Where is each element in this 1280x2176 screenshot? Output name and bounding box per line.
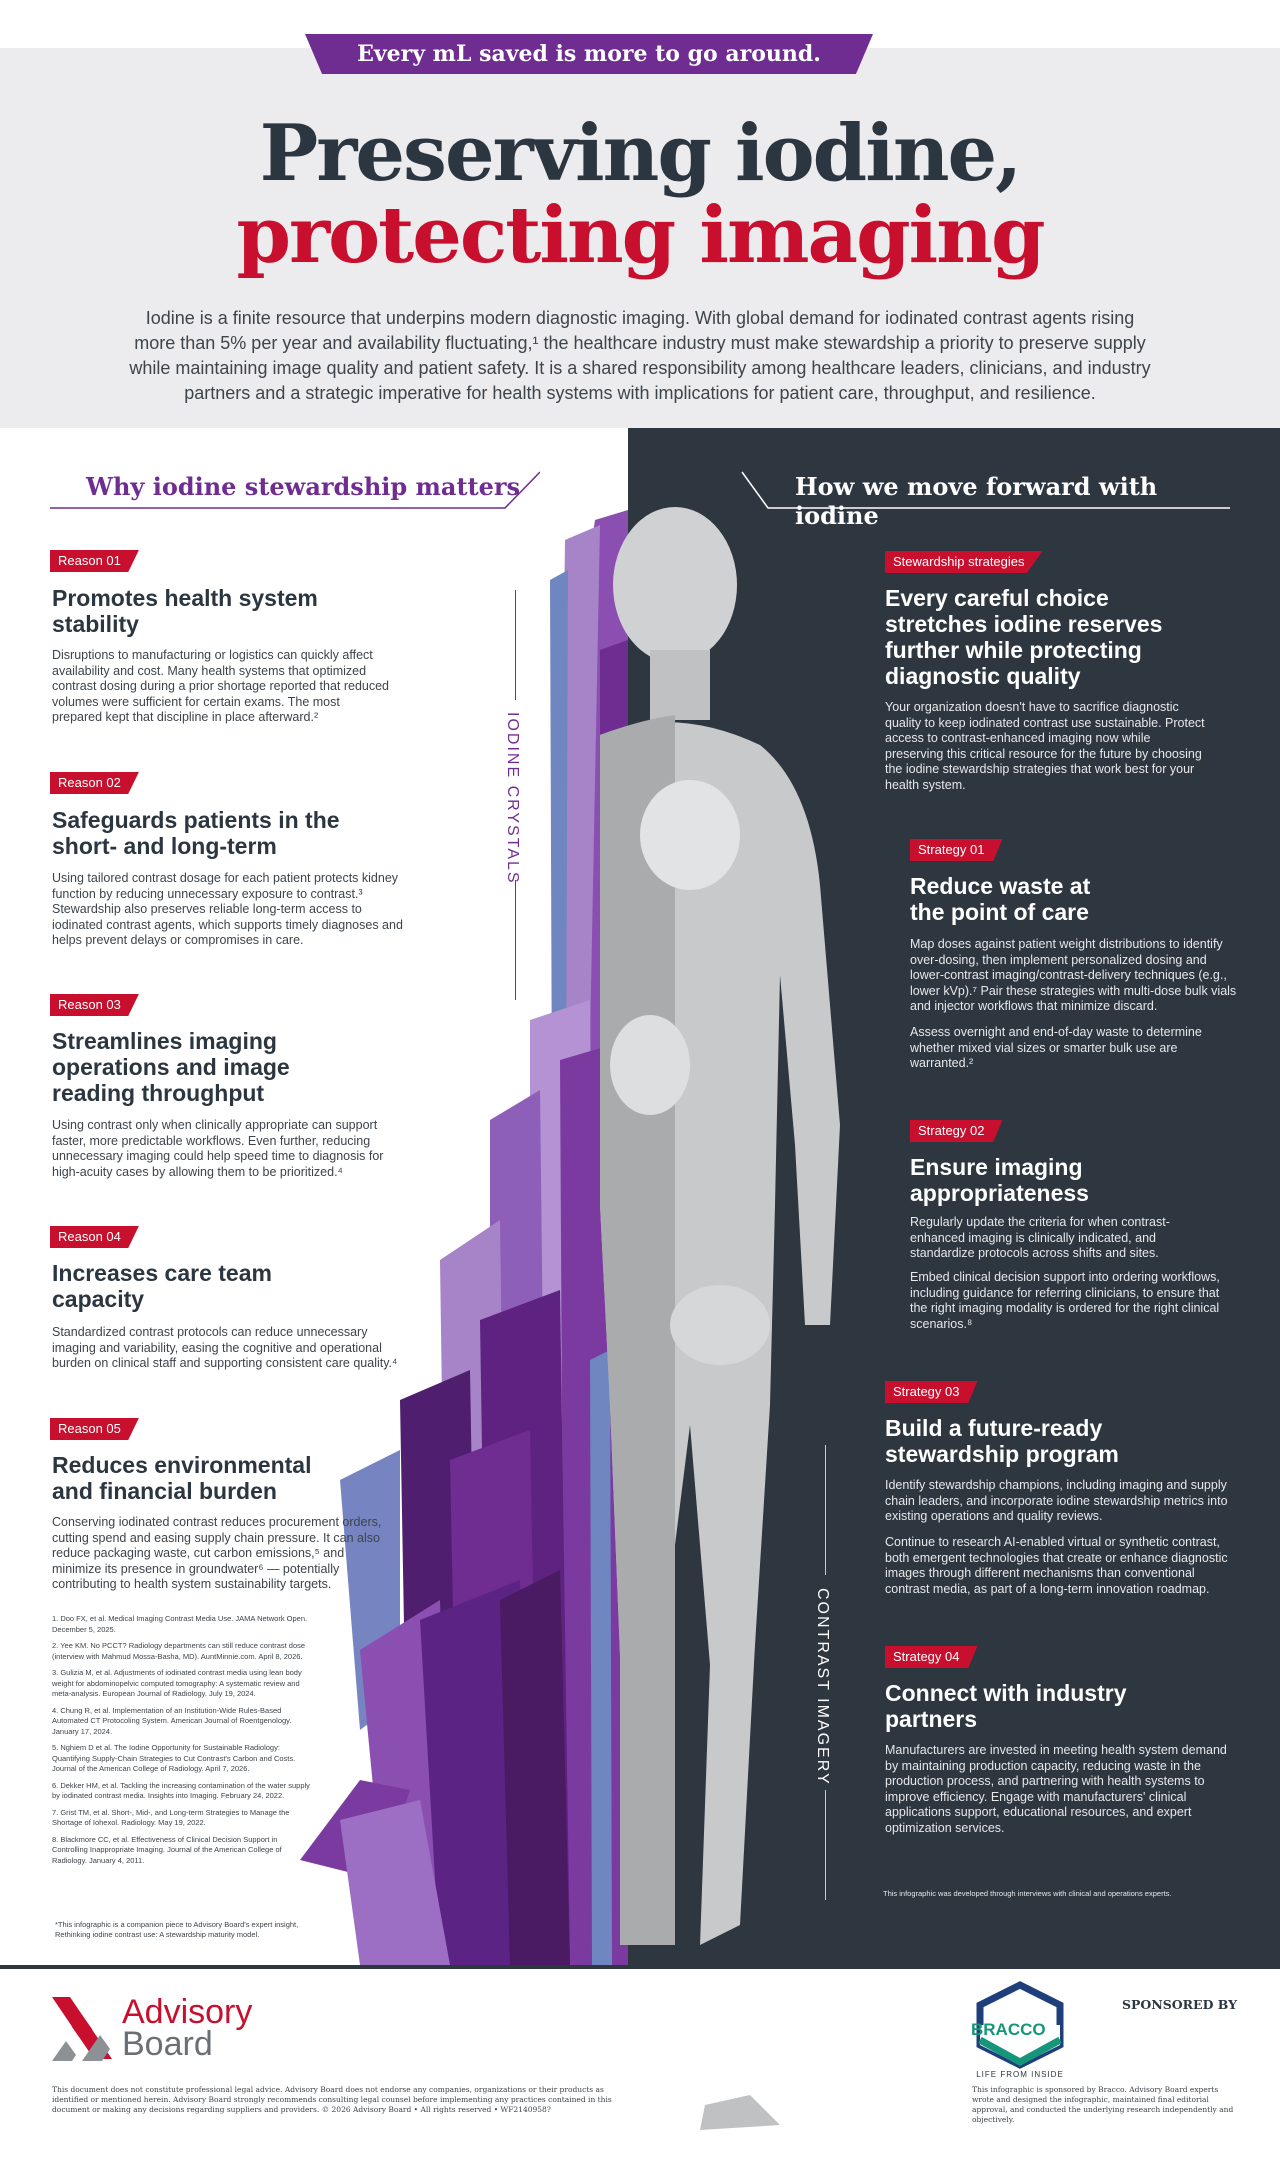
bracco-tagline: LIFE FROM INSIDE xyxy=(976,2070,1064,2079)
legal-disclaimer: This document does not constitute profes… xyxy=(52,2085,612,2114)
strategies-intro-body: Your organization doesn't have to sacrif… xyxy=(885,700,1205,792)
advisory-board-mark xyxy=(52,1997,112,2061)
reason-03-body: Using contrast only when clinically appr… xyxy=(52,1118,384,1179)
contrast-label-line-bottom xyxy=(825,1790,826,1900)
strategy-02-tag: Strategy 02 xyxy=(910,1120,1003,1142)
strategy-01-title: Reduce waste at the point of care xyxy=(910,873,1091,925)
reference-item: 1. Doo FX, et al. Medical Imaging Contra… xyxy=(52,1614,308,1634)
human-body-illustration xyxy=(600,507,840,2130)
reason-05-title: Reduces environmental and financial burd… xyxy=(52,1452,312,1504)
sponsor-note: This infographic is sponsored by Bracco.… xyxy=(972,2085,1234,2124)
bracco-name: BRACCO xyxy=(971,2020,1046,2039)
page-title-line2: protecting imaging xyxy=(236,190,1046,281)
iodine-label-line-top xyxy=(515,590,516,700)
strategy-02-title: Ensure imaging appropriateness xyxy=(910,1154,1089,1206)
bracco-hexagon-icon xyxy=(976,1981,1064,2069)
reason-05-tag: Reason 05 xyxy=(50,1418,139,1440)
contrast-imagery-label: CONTRAST IMAGERY xyxy=(814,1588,831,1786)
strategy-02-body-2: Embed clinical decision support into ord… xyxy=(910,1270,1220,1331)
heading-underline-left xyxy=(50,471,540,509)
bottom-divider xyxy=(0,1965,1280,1969)
reason-04-body: Standardized contrast protocols can redu… xyxy=(52,1325,398,1370)
reason-03-tag: Reason 03 xyxy=(50,994,139,1016)
reason-04-tag: Reason 04 xyxy=(50,1226,139,1248)
reference-item: 8. Blackmore CC, et al. Effectiveness of… xyxy=(52,1834,282,1865)
right-section-heading: How we move forward with iodine xyxy=(740,470,1230,530)
reference-item: 4. Chung R, et al. Implementation of an … xyxy=(52,1705,292,1736)
right-heading-text: How we move forward with iodine xyxy=(795,472,1158,530)
reason-04-title: Increases care team capacity xyxy=(52,1260,272,1312)
banner-text: Every mL saved is more to go around. xyxy=(357,41,821,67)
bracco-logo: BRACCO LIFE FROM INSIDE xyxy=(965,1980,1075,2090)
strategy-03-tag: Strategy 03 xyxy=(885,1381,978,1403)
iodine-label-line-bottom xyxy=(515,880,516,1000)
interviews-note: This infographic was developed through i… xyxy=(883,1889,1172,1898)
sponsored-by-label: SPONSORED BY xyxy=(1122,1997,1238,2012)
reference-item: 5. Nghiem D et al. The Iodine Opportunit… xyxy=(52,1743,296,1773)
reason-05-body: Conserving iodinated contrast reduces pr… xyxy=(52,1515,382,1591)
reason-01-body: Disruptions to manufacturing or logistic… xyxy=(52,648,390,724)
reference-item: 2. Yee KM. No PCCT? Radiology department… xyxy=(52,1641,306,1661)
reference-item: 6. Dekker HM, et al. Tackling the increa… xyxy=(52,1780,310,1801)
strategy-04-title: Connect with industry partners xyxy=(885,1680,1127,1732)
reason-02-title: Safeguards patients in the short- and lo… xyxy=(52,807,340,859)
references-list: 1. Doo FX, et al. Medical Imaging Contra… xyxy=(52,1614,312,1872)
reason-02-body: Using tailored contrast dosage for each … xyxy=(52,871,403,947)
strategies-intro-title: Every careful choice stretches iodine re… xyxy=(885,585,1163,689)
strategy-03-body-2: Continue to research AI-enabled virtual … xyxy=(885,1535,1228,1596)
intro-paragraph: Iodine is a finite resource that underpi… xyxy=(129,308,1151,403)
strategy-01-body-2: Assess overnight and end-of-day waste to… xyxy=(910,1025,1202,1070)
reason-03-title: Streamlines imaging operations and image… xyxy=(52,1028,290,1106)
advisory-board-logo: Advisory Board xyxy=(52,1995,292,2065)
strategy-03-body-1: Identify stewardship champions, includin… xyxy=(885,1478,1228,1523)
logo-word-advisory: Advisory xyxy=(122,1993,253,2031)
strategies-tag: Stewardship strategies xyxy=(885,551,1043,573)
strategy-04-body-1: Manufacturers are invested in meeting he… xyxy=(885,1743,1227,1835)
heading-underline-right xyxy=(741,471,1230,509)
contrast-label-line-top xyxy=(825,1445,826,1575)
iodine-crystals-label: IODINE CRYSTALS xyxy=(504,712,521,885)
strategy-04-tag: Strategy 04 xyxy=(885,1646,978,1668)
strategy-01-tag: Strategy 01 xyxy=(910,839,1003,861)
logo-word-board: Board xyxy=(122,2025,213,2063)
companion-footnote: *This infographic is a companion piece t… xyxy=(55,1920,299,1939)
reason-02-tag: Reason 02 xyxy=(50,772,139,794)
strategy-02-body-1: Regularly update the criteria for when c… xyxy=(910,1215,1170,1260)
reason-01-tag: Reason 01 xyxy=(50,550,139,572)
reference-item: 7. Grist TM, et al. Short-, Mid-, and Lo… xyxy=(52,1807,290,1828)
reason-01-title: Promotes health system stability xyxy=(52,585,318,637)
banner-ribbon: Every mL saved is more to go around. xyxy=(305,34,873,74)
reference-item: 3. Gulizia M, et al. Adjustments of iodi… xyxy=(52,1668,302,1698)
page-title-line1: Preserving iodine, xyxy=(259,108,1023,199)
left-section-heading: Why iodine stewardship matters xyxy=(50,470,540,510)
left-heading-text: Why iodine stewardship matters xyxy=(86,472,521,501)
strategy-01-body-1: Map doses against patient weight distrib… xyxy=(910,937,1237,1013)
strategy-03-title: Build a future-ready stewardship program xyxy=(885,1415,1119,1467)
